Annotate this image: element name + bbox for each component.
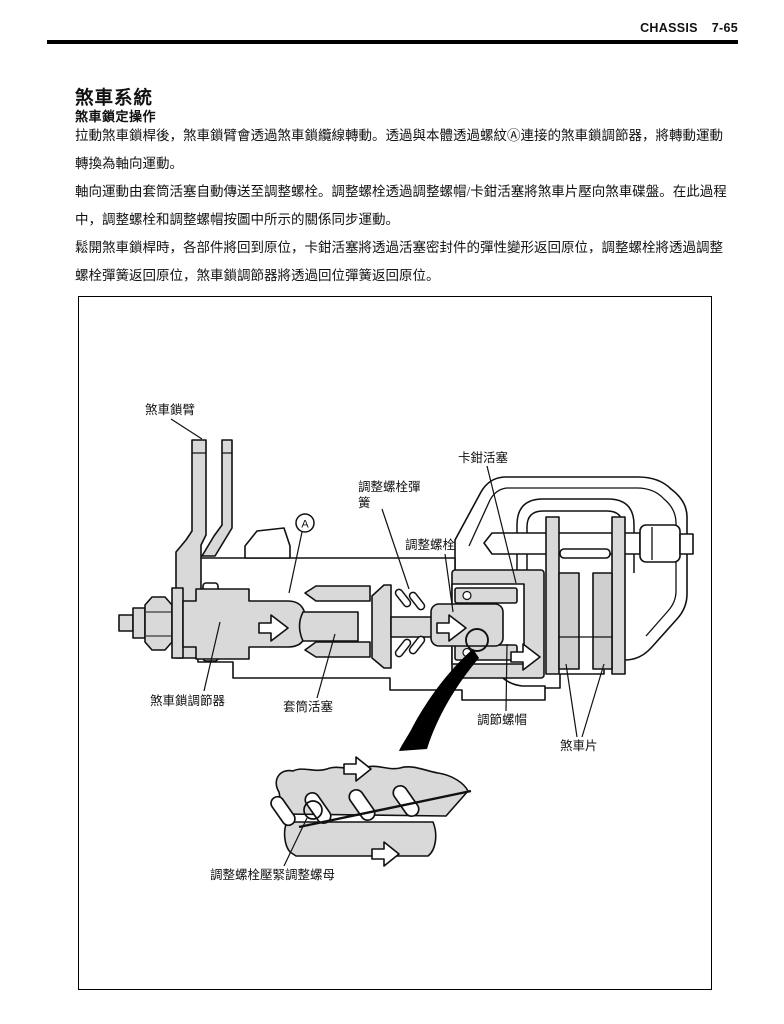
label-adjusting-bolt-spring-1: 調整螺栓彈 (358, 479, 421, 494)
paragraph-1: 拉動煞車鎖桿後，煞車鎖臂會透過煞車鎖纜線轉動。透過與本體透過螺紋Ⓐ連接的煞車鎖調… (75, 122, 741, 177)
paragraph-3: 鬆開煞車鎖桿時，各部件將回到原位，卡鉗活塞將透過活塞密封件的彈性變形返回原位，調… (75, 234, 741, 289)
label-brake-lock-arm: 煞車鎖臂 (145, 402, 195, 417)
section-subtitle: 煞車鎖定操作 (75, 109, 157, 124)
label-caliper-piston: 卡鉗活塞 (458, 450, 509, 465)
paragraph-2: 軸向運動由套筒活塞自動傳送至調整螺栓。調整螺栓透過調整螺帽/卡鉗活塞將煞車片壓向… (75, 178, 741, 233)
sleeve-flange (371, 584, 392, 669)
thread-reference-letter: A (301, 519, 309, 531)
label-adjusting-bolt-spring-2: 簧 (358, 495, 371, 510)
p3-line1: 鬆開煞車鎖桿時，各部件將回到原位，卡鉗活塞將透過活塞密封件的彈性變形返回原位，調… (75, 240, 723, 255)
pad-retainer-clip (559, 548, 611, 559)
hex-nut (144, 596, 173, 651)
p2-line2: 中，調整螺栓和調整螺帽按圖中所示的關係同步運動。 (75, 211, 399, 227)
detail-arrow-bottom (371, 841, 400, 867)
thread-contact-circle (465, 628, 489, 652)
label-adjusting-nut: 調節螺帽 (477, 712, 527, 727)
label-brake-lock-adjuster: 煞車鎖調節器 (150, 693, 226, 708)
motion-arrow-left (258, 614, 289, 642)
page-header: CHASSIS 7-65 (640, 21, 738, 35)
label-sleeve-piston: 套筒活塞 (283, 699, 334, 714)
adjusting-bolt-drawing (430, 603, 504, 652)
brake-lock-adjuster-drawing (118, 587, 307, 660)
leader-lines (170, 418, 605, 867)
page-title: 煞車系統 (75, 89, 154, 109)
adjusting-bolt-spring-drawing (394, 588, 426, 658)
label-adjusting-bolt: 調整螺栓 (405, 537, 456, 552)
p1-line1: 拉動煞車鎖桿後，煞車鎖臂會透過煞車鎖纜線轉動。透過與本體透過螺紋Ⓐ連接的煞車鎖調… (75, 128, 723, 143)
detail-contact-circle (303, 800, 323, 820)
figure-frame: A 煞車鎖臂 卡鉗活塞 調整螺栓彈 簧 調整螺栓 煞車鎖調節器 套筒活塞 調節螺… (78, 296, 712, 990)
label-brake-pads: 煞車片 (560, 739, 598, 753)
magnifier-swoosh (399, 649, 479, 751)
header-page-number: 7-65 (711, 21, 738, 35)
brake-pads-drawing (545, 516, 626, 675)
sleeve-piston-drawing (298, 584, 434, 669)
label-detail-note: 調整螺栓壓緊調整螺母 (210, 867, 335, 882)
thread-reference-marker: A (295, 513, 315, 533)
p2-line1: 軸向運動由套筒活塞自動傳送至調整螺栓。調整螺栓透過調整螺帽/卡鉗活塞將煞車片壓向… (75, 184, 727, 199)
header-chapter: CHASSIS (640, 21, 698, 35)
thread-boss (244, 527, 291, 559)
detail-arrow-top (343, 756, 372, 782)
brake-diagram: A 煞車鎖臂 卡鉗活塞 調整螺栓彈 簧 調整螺栓 煞車鎖調節器 套筒活塞 調節螺… (118, 402, 694, 882)
p3-line2: 螺栓彈簧返回原位，煞車鎖調節器將透過回位彈簧返回原位。 (75, 267, 440, 283)
p1-line2: 轉換為軸向運動。 (75, 155, 183, 171)
motion-arrow-middle (436, 614, 467, 642)
header-rule (47, 40, 738, 44)
thread-detail-drawing (270, 756, 472, 867)
motion-arrow-right (510, 643, 541, 671)
part-labels: 煞車鎖臂 卡鉗活塞 調整螺栓彈 簧 調整螺栓 煞車鎖調節器 套筒活塞 調節螺帽 … (145, 402, 598, 882)
body-text: 拉動煞車鎖桿後，煞車鎖臂會透過煞車鎖纜線轉動。透過與本體透過螺紋Ⓐ連接的煞車鎖調… (75, 122, 741, 290)
